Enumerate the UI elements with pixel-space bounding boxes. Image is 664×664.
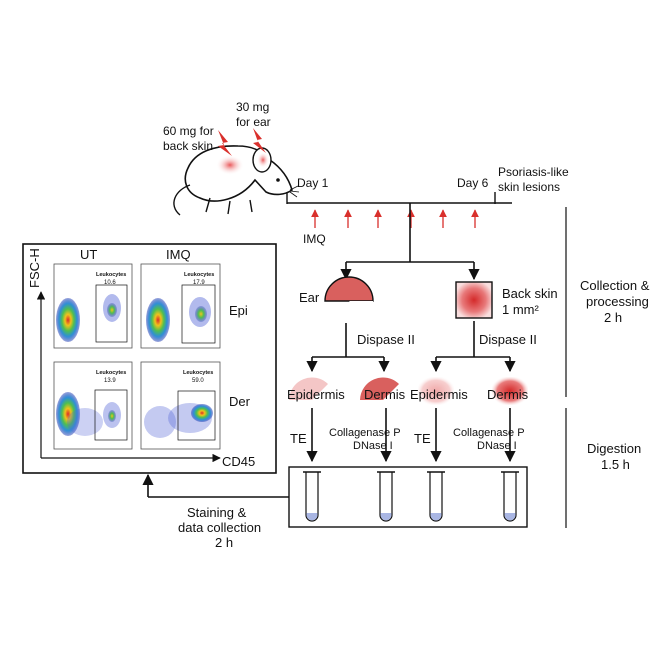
plot-epi-imq bbox=[140, 263, 221, 349]
imq-dose-arrows bbox=[311, 209, 479, 228]
back-dermis-shape bbox=[492, 377, 528, 405]
row-der-label: Der bbox=[229, 394, 251, 409]
value-epi-imq: 17.9 bbox=[193, 280, 205, 286]
dose-ear-line1: 30 mg bbox=[236, 100, 269, 114]
mouse-illustration bbox=[173, 145, 300, 216]
gate-box bbox=[177, 390, 216, 441]
lightning-back-icon bbox=[218, 130, 232, 156]
day-end-label: Day 6 bbox=[457, 176, 489, 190]
staining-time: 2 h bbox=[215, 535, 233, 550]
gate-box bbox=[181, 284, 216, 344]
day-start-label: Day 1 bbox=[297, 176, 329, 190]
ear-label: Ear bbox=[299, 290, 320, 305]
tube-rack bbox=[288, 466, 528, 528]
back-epidermis-label: Epidermis bbox=[410, 387, 468, 402]
gate-label-epi-imq: Leukocytes bbox=[184, 272, 214, 278]
gate-box bbox=[95, 284, 128, 343]
ear-tissue-shape bbox=[324, 276, 374, 318]
dispase-right-label: Dispase II bbox=[479, 332, 537, 347]
plot-der-ut bbox=[53, 361, 133, 450]
back-dermis-label: Dermis bbox=[487, 387, 529, 402]
tube-1 bbox=[303, 471, 321, 522]
ear-dermis-label: Dermis bbox=[364, 387, 406, 402]
back-skin-area-label: 1 mm² bbox=[502, 302, 540, 317]
dose-back-line1: 60 mg for bbox=[163, 124, 214, 138]
col-ut-label: UT bbox=[80, 247, 97, 262]
digestion-time: 1.5 h bbox=[601, 457, 630, 472]
lightning-ear-icon bbox=[253, 128, 266, 153]
col-imq-label: IMQ bbox=[166, 247, 191, 262]
ear-epidermis-label: Epidermis bbox=[287, 387, 345, 402]
imq-label: IMQ bbox=[303, 232, 326, 246]
tissue-split-connector bbox=[340, 203, 480, 281]
back-epidermis-shape bbox=[418, 377, 454, 405]
gate-label-epi-ut: Leukocytes bbox=[96, 272, 126, 278]
plot-epi-ut bbox=[53, 263, 133, 349]
staining-line2: data collection bbox=[178, 520, 261, 535]
digestion-line1: Digestion bbox=[587, 441, 641, 456]
collection-line1: Collection & bbox=[580, 278, 650, 293]
te-label-left: TE bbox=[290, 431, 307, 446]
x-axis-label: CD45 bbox=[222, 454, 255, 469]
staining-line1: Staining & bbox=[187, 505, 247, 520]
collagenase-left-line2: DNase I bbox=[353, 440, 393, 452]
tube-2 bbox=[377, 471, 395, 522]
collection-line2: processing bbox=[586, 294, 649, 309]
value-der-ut: 13.9 bbox=[104, 378, 116, 384]
te-label-right: TE bbox=[414, 431, 431, 446]
value-der-imq: 59.0 bbox=[192, 378, 204, 384]
tube-3 bbox=[427, 471, 445, 522]
outcome-line1: Psoriasis-like bbox=[498, 165, 569, 179]
collection-time: 2 h bbox=[604, 310, 622, 325]
ear-dermis-shape bbox=[360, 377, 399, 400]
plot-der-imq bbox=[140, 361, 221, 450]
digestion-arrows bbox=[306, 408, 516, 463]
gate-box bbox=[94, 389, 128, 441]
dispase-left-label: Dispase II bbox=[357, 332, 415, 347]
dispase-split-connectors bbox=[306, 321, 516, 373]
value-epi-ut: 10.6 bbox=[104, 280, 116, 286]
y-axis-label: FSC-H bbox=[27, 248, 42, 288]
back-skin-label: Back skin bbox=[502, 286, 558, 301]
gate-label-der-ut: Leukocytes bbox=[96, 370, 126, 376]
ear-epidermis-shape bbox=[289, 377, 328, 400]
dose-ear-line2: for ear bbox=[236, 115, 271, 129]
outcome-line2: skin lesions bbox=[498, 180, 560, 194]
collagenase-right-line1: Collagenase P bbox=[453, 427, 525, 439]
tube-4 bbox=[501, 471, 519, 522]
collagenase-right-line2: DNase I bbox=[477, 440, 517, 452]
gate-label-der-imq: Leukocytes bbox=[183, 370, 213, 376]
collagenase-left-line1: Collagenase P bbox=[329, 427, 401, 439]
back-skin-square bbox=[455, 281, 493, 319]
row-epi-label: Epi bbox=[229, 303, 248, 318]
dose-back-line2: back skin bbox=[163, 139, 213, 153]
timeline bbox=[286, 192, 512, 228]
staining-arrow bbox=[142, 473, 289, 498]
